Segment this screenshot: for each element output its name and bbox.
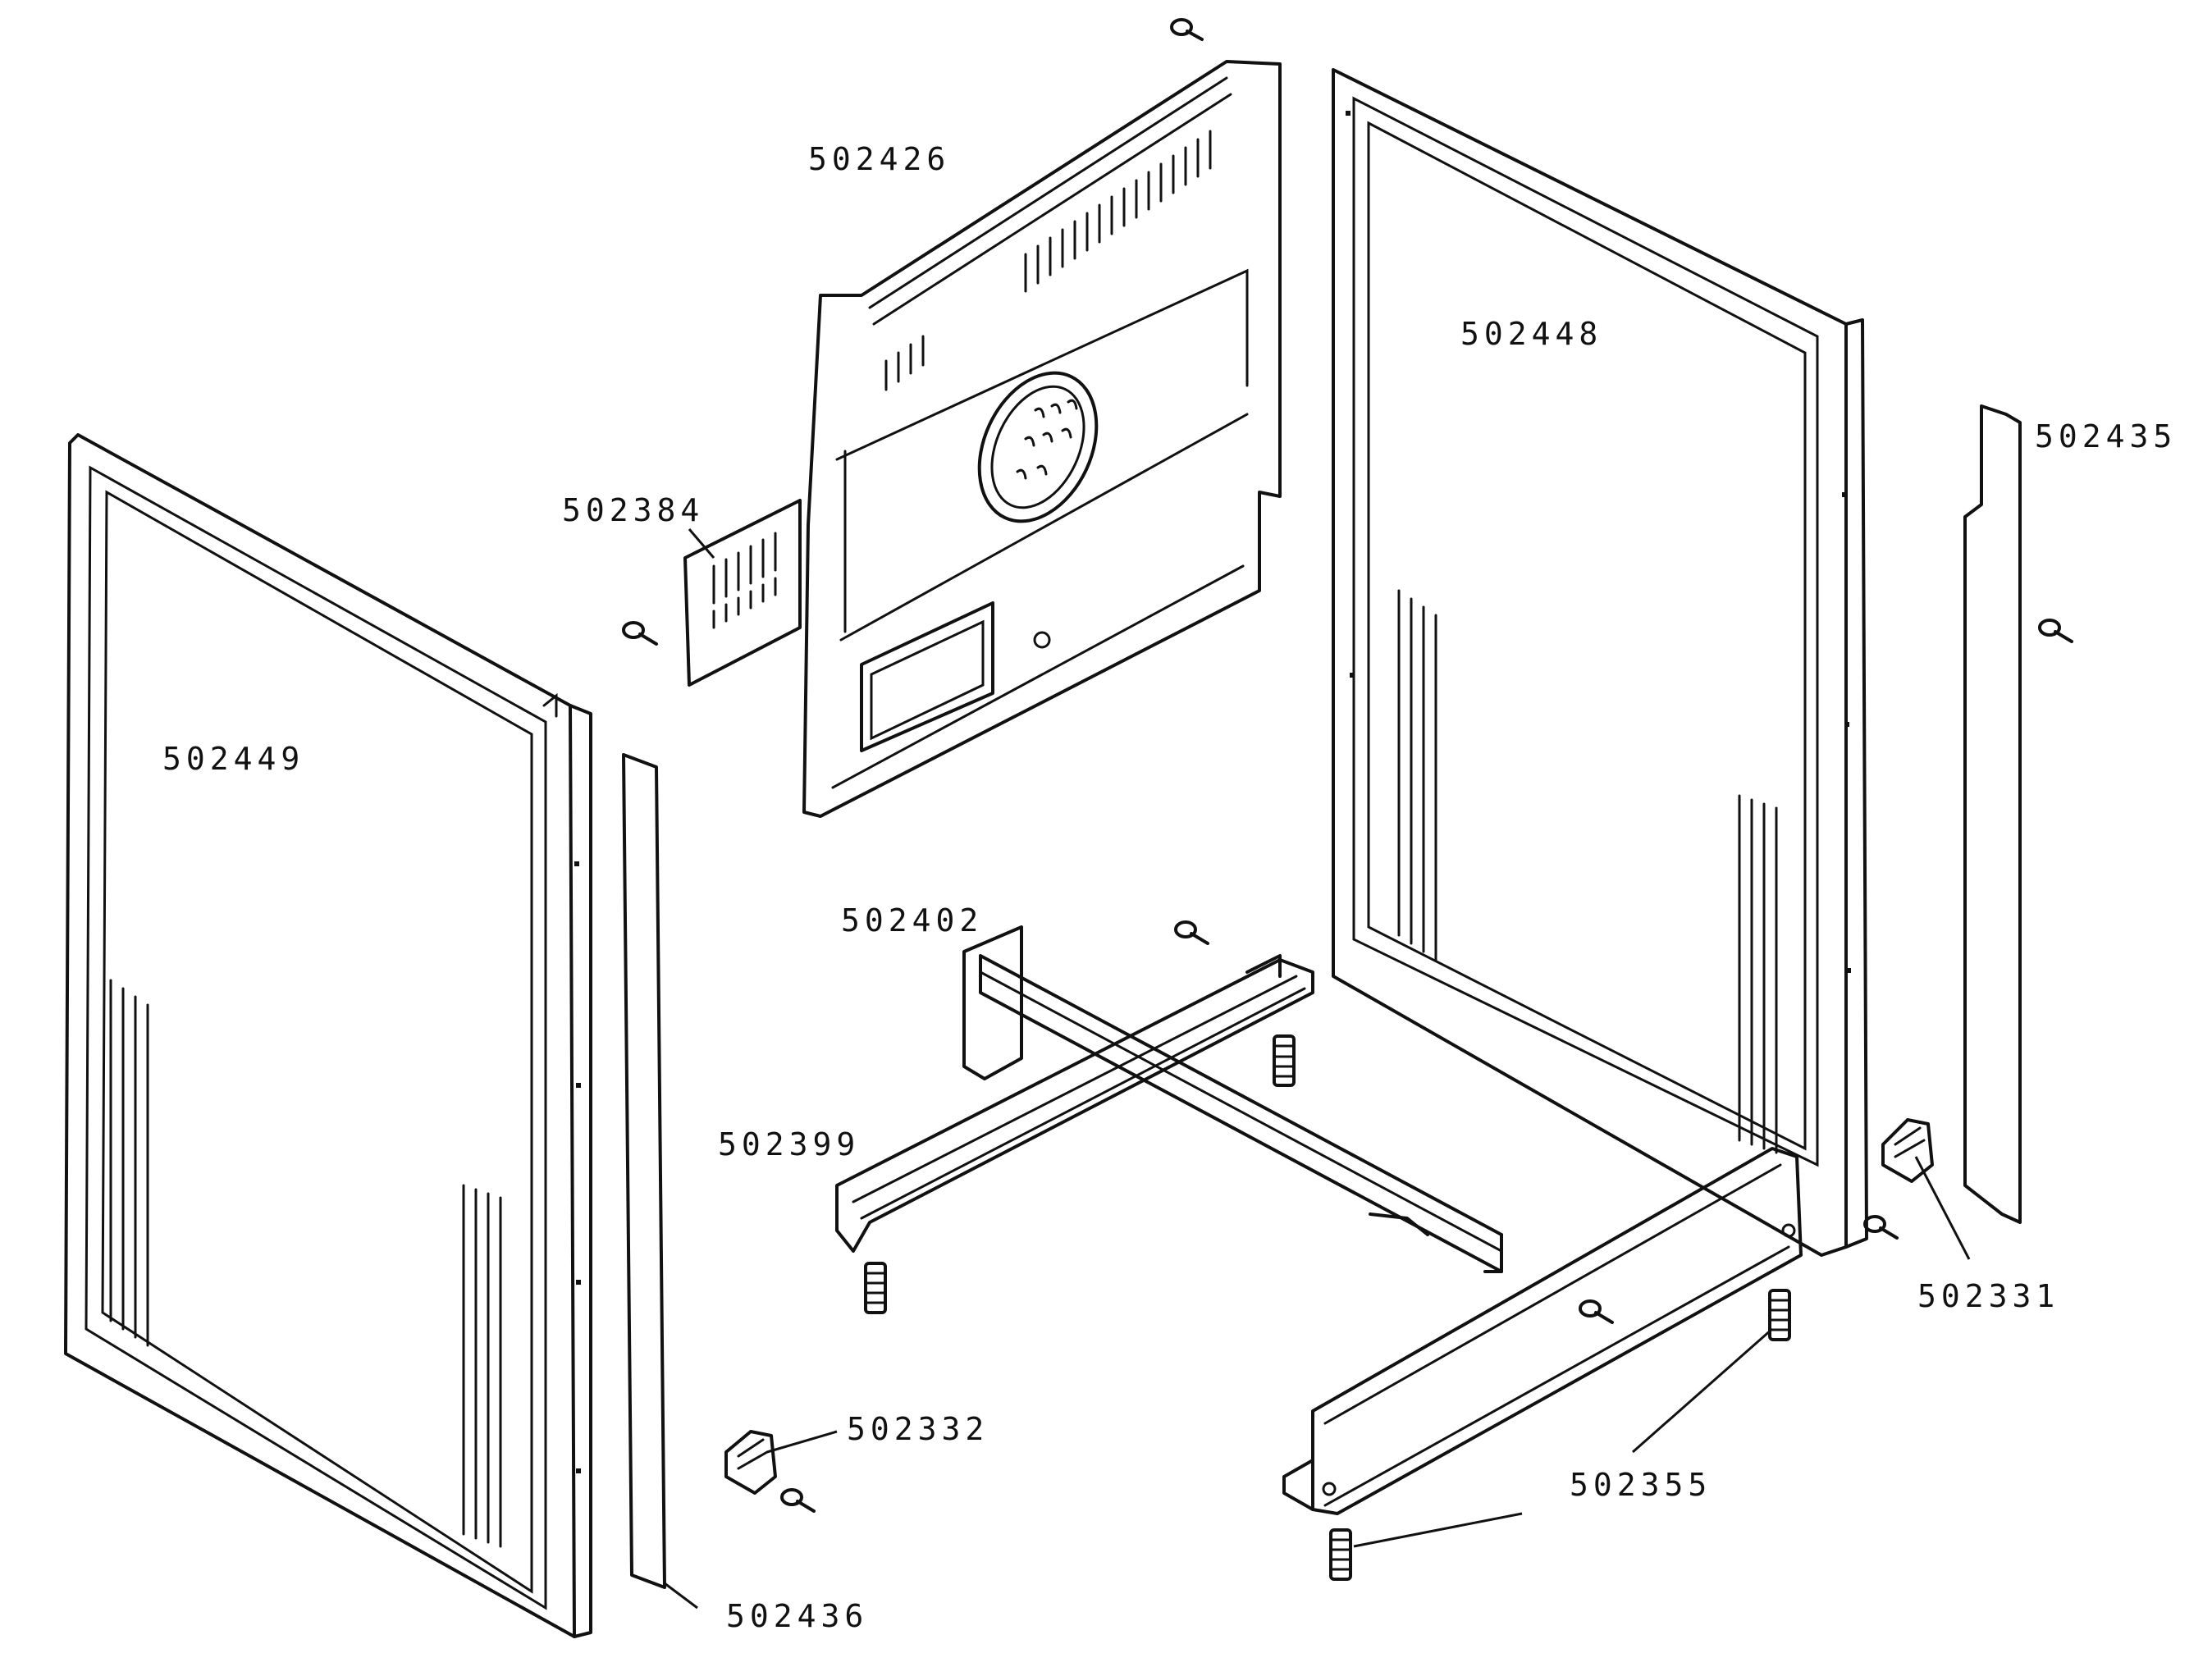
foot-front (1329, 1528, 1352, 1581)
base-crossbar (962, 925, 1503, 1273)
left-side-panel (64, 433, 592, 1638)
screw-top (1170, 18, 1204, 41)
foot-rear (1273, 1034, 1296, 1087)
label-vent-cover: 502384 (562, 492, 704, 528)
right-side-panel (1332, 68, 1868, 1257)
base-rail (835, 954, 1314, 1253)
vent-cover (683, 499, 802, 687)
label-feet: 502355 (1570, 1467, 1712, 1503)
label-left-side-panel: 502449 (162, 741, 304, 777)
screw-right-clip (1863, 1215, 1899, 1240)
rear-panel (802, 60, 1282, 818)
screw-plinth (1579, 1299, 1614, 1324)
label-left-front-strip: 502436 (726, 1598, 868, 1634)
right-rear-strip (1963, 404, 2022, 1224)
label-right-rear-strip: 502435 (2035, 418, 2177, 454)
screw-right-strip (2038, 619, 2073, 643)
front-plinth (1282, 1147, 1803, 1515)
screw-base-crossbar (1174, 920, 1209, 945)
left-clip (724, 1430, 777, 1495)
foot-right (1768, 1289, 1791, 1341)
leader-lines (664, 528, 1971, 1610)
label-rear-panel: 502426 (808, 141, 950, 177)
screw-left-clip (780, 1488, 816, 1513)
screw-vent-cover (622, 621, 658, 646)
label-left-clip: 502332 (847, 1411, 989, 1447)
label-base-rail: 502399 (718, 1126, 860, 1162)
label-right-clip: 502331 (1917, 1278, 2059, 1314)
left-front-strip (622, 753, 666, 1589)
label-right-side-panel: 502448 (1460, 316, 1602, 352)
foot-left (864, 1262, 887, 1314)
label-base-crossbar: 502402 (841, 902, 983, 938)
right-clip (1881, 1118, 1934, 1183)
